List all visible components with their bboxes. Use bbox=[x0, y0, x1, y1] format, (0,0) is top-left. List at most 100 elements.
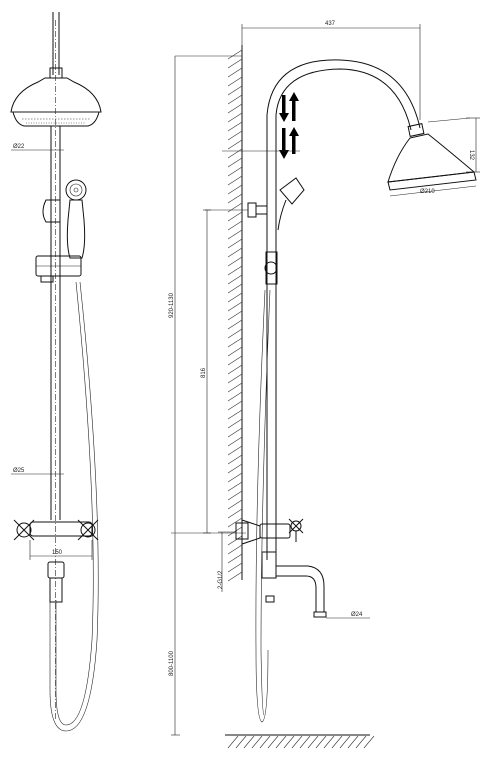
spout-diameter-label: Ø24 bbox=[351, 612, 363, 618]
wall-hatch-stroke bbox=[227, 139, 243, 150]
front-hand-shower-handle bbox=[66, 199, 86, 259]
wall-hatch-stroke bbox=[227, 427, 243, 438]
floor-hatch-stroke bbox=[275, 735, 287, 749]
lower-pipe-diameter-label: Ø25 bbox=[13, 468, 25, 474]
wall-hatch-stroke bbox=[227, 319, 243, 330]
side-cross-handle bbox=[288, 518, 304, 542]
side-bath-spout bbox=[275, 565, 325, 613]
wall-hatching bbox=[227, 49, 243, 582]
wall-hatch-stroke bbox=[227, 121, 243, 132]
wall-hatch-stroke bbox=[227, 553, 243, 564]
wall-hatch-stroke bbox=[227, 454, 243, 465]
wall-hatch-stroke bbox=[227, 472, 243, 483]
floor-hatch-stroke bbox=[315, 735, 327, 749]
wall-hatch-stroke bbox=[227, 481, 243, 492]
floor-hatch-stroke bbox=[259, 735, 271, 749]
floor-hatch-stroke bbox=[267, 735, 279, 749]
side-view: Ø210 132 437 bbox=[169, 21, 480, 749]
wall-hatch-stroke bbox=[227, 220, 243, 231]
front-right-cross-handle bbox=[77, 519, 99, 541]
inlet-thread-label: 2-G1/2 bbox=[218, 570, 224, 589]
shower-arm bbox=[266, 59, 421, 129]
wall-hatch-stroke bbox=[227, 103, 243, 114]
floor-hatch-stroke bbox=[299, 735, 311, 749]
floor-hatch-stroke bbox=[347, 735, 359, 749]
wall-hatch-stroke bbox=[227, 112, 243, 123]
wall-hatch-stroke bbox=[227, 202, 243, 213]
floor-hatching bbox=[227, 735, 375, 749]
wall-hatch-stroke bbox=[227, 337, 243, 348]
wall-hatch-stroke bbox=[227, 499, 243, 510]
wall-hatch-stroke bbox=[227, 130, 243, 141]
head-height-label: 132 bbox=[468, 150, 474, 161]
floor-hatch-stroke bbox=[307, 735, 319, 749]
wall-hatch-stroke bbox=[227, 94, 243, 105]
wall-hatch-stroke bbox=[227, 148, 243, 159]
wall-hatch-stroke bbox=[227, 562, 243, 573]
side-hand-shower bbox=[279, 177, 305, 205]
floor-hatch-stroke bbox=[331, 735, 343, 749]
wall-hatch-stroke bbox=[227, 364, 243, 375]
wall-hatch-stroke bbox=[227, 571, 243, 582]
wall-hatch-stroke bbox=[227, 535, 243, 546]
wall-hatch-stroke bbox=[227, 328, 243, 339]
wall-hatch-stroke bbox=[227, 175, 243, 186]
floor-hatch-stroke bbox=[235, 735, 247, 749]
wall-hatch-stroke bbox=[227, 67, 243, 78]
wall-hatch-stroke bbox=[227, 184, 243, 195]
floor-hatch-stroke bbox=[339, 735, 351, 749]
wall-hatch-stroke bbox=[227, 463, 243, 474]
front-view: Ø22 Ø25 150 bbox=[10, 12, 102, 732]
flow-down-arrow-icon bbox=[279, 95, 289, 159]
wall-hatch-stroke bbox=[227, 58, 243, 69]
front-left-cross-handle bbox=[13, 519, 35, 541]
wall-hatch-stroke bbox=[227, 49, 243, 60]
wall-hatch-stroke bbox=[227, 301, 243, 312]
wall-hatch-stroke bbox=[227, 211, 243, 222]
floor-hatch-stroke bbox=[355, 735, 367, 749]
wall-hatch-stroke bbox=[227, 76, 243, 87]
wall-hatch-stroke bbox=[227, 418, 243, 429]
bracket-span-label: 816 bbox=[201, 367, 207, 378]
floor-hatch-stroke bbox=[363, 735, 375, 749]
arm-reach-label: 437 bbox=[325, 21, 336, 27]
wall-hatch-stroke bbox=[227, 229, 243, 240]
wall-hatch-stroke bbox=[227, 193, 243, 204]
wall-hatch-stroke bbox=[227, 292, 243, 303]
wall-hatch-stroke bbox=[227, 166, 243, 177]
head-diameter-label: Ø210 bbox=[420, 189, 435, 195]
wall-hatch-stroke bbox=[227, 256, 243, 267]
wall-hatch-stroke bbox=[227, 247, 243, 258]
wall-hatch-stroke bbox=[227, 346, 243, 357]
wall-hatch-stroke bbox=[227, 436, 243, 447]
wall-hatch-stroke bbox=[227, 238, 243, 249]
wall-hatch-stroke bbox=[227, 490, 243, 501]
wall-hatch-stroke bbox=[227, 544, 243, 555]
wall-hatch-stroke bbox=[227, 265, 243, 276]
wall-hatch-stroke bbox=[227, 409, 243, 420]
floor-hatch-stroke bbox=[323, 735, 335, 749]
wall-hatch-stroke bbox=[227, 157, 243, 168]
wall-hatch-stroke bbox=[227, 283, 243, 294]
wall-hatch-stroke bbox=[227, 310, 243, 321]
front-shower-head bbox=[10, 77, 102, 113]
wall-hatch-stroke bbox=[227, 526, 243, 537]
floor-height-label: 800-1100 bbox=[169, 650, 175, 676]
wall-hatch-stroke bbox=[227, 355, 243, 366]
wall-hatch-stroke bbox=[227, 445, 243, 456]
floor-hatch-stroke bbox=[251, 735, 263, 749]
floor-hatch-stroke bbox=[227, 735, 239, 749]
side-shower-head bbox=[387, 133, 476, 183]
wall-hatch-stroke bbox=[227, 373, 243, 384]
top-pipe-diameter-label: Ø22 bbox=[13, 144, 25, 150]
floor-hatch-stroke bbox=[243, 735, 255, 749]
floor-hatch-stroke bbox=[283, 735, 295, 749]
wall-hatch-stroke bbox=[227, 382, 243, 393]
wall-hatch-stroke bbox=[227, 508, 243, 519]
wall-hatch-stroke bbox=[227, 400, 243, 411]
floor-hatch-stroke bbox=[291, 735, 303, 749]
flow-up-arrow-icon bbox=[289, 92, 299, 154]
total-height-label: 920-1130 bbox=[169, 292, 175, 318]
inlet-spacing-label: 150 bbox=[52, 550, 63, 556]
